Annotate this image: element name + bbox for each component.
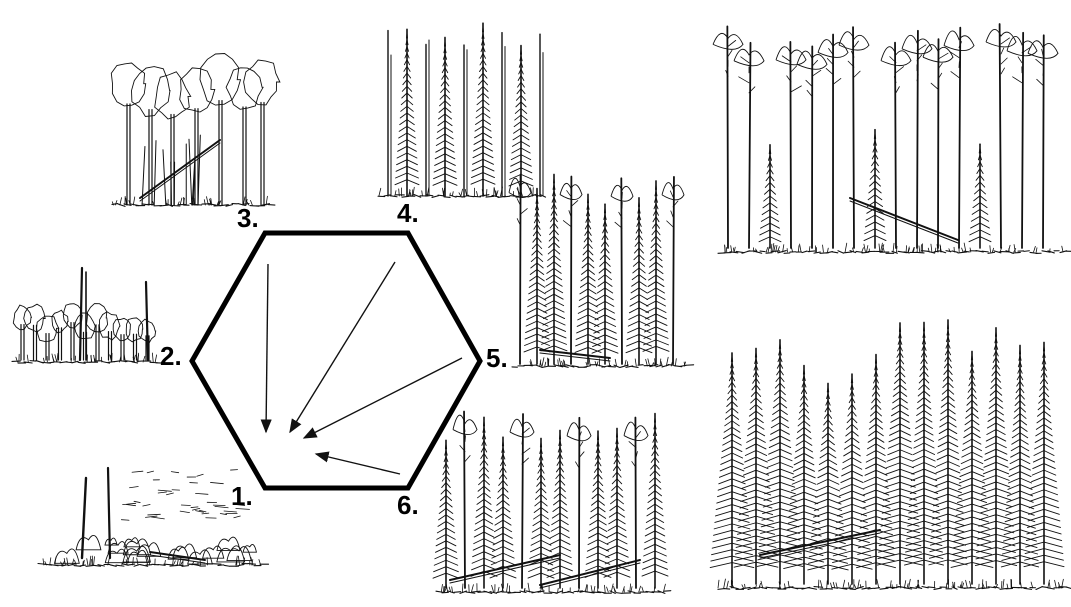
illustration-stage-4: [378, 23, 546, 197]
illustration-mature-pine-forest: [713, 24, 1071, 253]
arrow-from-4: [290, 262, 395, 432]
stage-label-2: 2.: [160, 343, 182, 369]
stage-label-1: 1.: [231, 483, 253, 509]
illustration-stage-6: [433, 412, 671, 594]
stage-label-4: 4.: [397, 200, 419, 226]
stage-label-5: 5.: [486, 345, 508, 371]
illustration-stage-3: [111, 54, 280, 207]
stage-label-6: 6.: [397, 492, 419, 518]
illustration-stage-2: [12, 268, 163, 363]
arrow-from-3: [266, 264, 268, 432]
arrow-from-6: [316, 454, 400, 474]
illustration-old-spruce-forest: [710, 320, 1071, 590]
illustration-stage-5: [509, 174, 694, 367]
stage-label-3: 3.: [237, 205, 259, 231]
succession-hexagon: [192, 233, 480, 488]
